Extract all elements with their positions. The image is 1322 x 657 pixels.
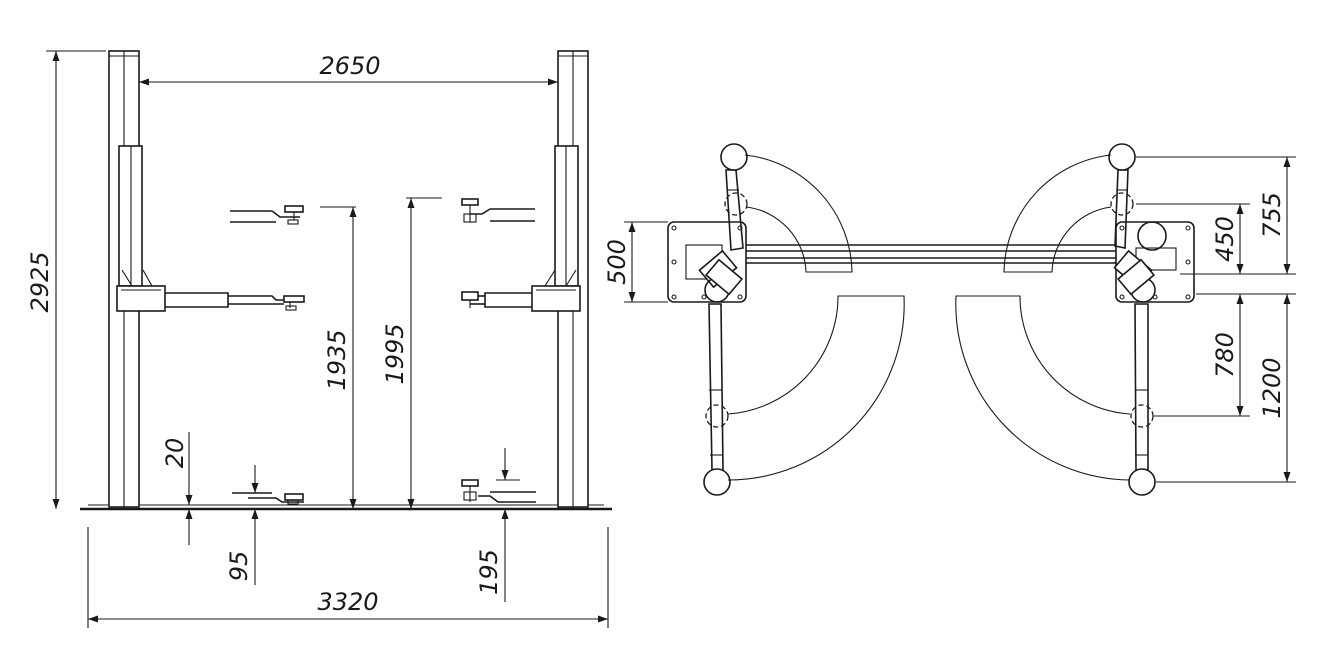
lowered-adapter-left [232, 492, 304, 505]
dim-between-columns-label: 2650 [319, 52, 380, 80]
dim-lift-height-1935-label: 1935 [323, 329, 351, 390]
dim-lift-height-1995-label: 1995 [381, 323, 409, 384]
left-base-plate [667, 221, 747, 303]
dim-lift-height-1935: 1935 [323, 207, 357, 509]
dim-arm-short-min: 450 [1211, 204, 1244, 274]
right-arm-pivots [1113, 249, 1156, 303]
dim-min-height-95-label: 95 [225, 551, 253, 582]
cross-beam [740, 244, 1120, 264]
dim-min-height-195: 195 [475, 448, 509, 602]
plan-view: 500 755 450 780 1200 [603, 143, 1296, 496]
dim-min-height-20-label: 20 [161, 438, 189, 469]
dim-arm-long-min-label: 780 [1211, 332, 1239, 378]
raised-adapter-right [406, 197, 535, 223]
right-short-arm [1108, 143, 1136, 249]
dim-total-width: 3320 [87, 527, 609, 628]
raised-adapter-left [230, 205, 356, 225]
lowered-adapter-right [461, 479, 536, 503]
dim-total-height: 2925 [26, 50, 106, 509]
dim-lift-height-1995: 1995 [381, 198, 415, 509]
dim-min-height-95: 95 [225, 465, 259, 585]
left-short-arm [720, 143, 748, 251]
dim-min-height-20: 20 [161, 432, 193, 545]
ground-base-plate [80, 504, 612, 511]
plan-extension-lines [1136, 156, 1296, 483]
dim-min-height-195-label: 195 [475, 549, 503, 595]
dim-carriage-width-label: 500 [603, 239, 631, 285]
dim-between-columns: 2650 [139, 52, 558, 86]
dim-arm-long-max: 1200 [1258, 294, 1291, 482]
dim-carriage-width: 500 [603, 221, 668, 303]
dim-arm-long-min: 780 [1211, 294, 1244, 416]
left-column [108, 50, 305, 508]
right-long-arm [1128, 303, 1156, 496]
dim-arm-short-max-label: 755 [1258, 192, 1286, 238]
dim-arm-short-min-label: 450 [1211, 216, 1239, 262]
dim-total-width-label: 3320 [317, 588, 378, 616]
left-long-arm [703, 303, 731, 496]
dim-arm-long-max-label: 1200 [1258, 357, 1286, 418]
dim-total-height-label: 2925 [26, 251, 54, 312]
front-elevation-view: 2650 2925 3320 20 95 [26, 50, 612, 628]
right-column [461, 50, 589, 508]
dim-arm-short-max: 755 [1258, 157, 1291, 274]
swing-arcs [727, 154, 1131, 481]
left-arm-pivots [698, 249, 744, 303]
